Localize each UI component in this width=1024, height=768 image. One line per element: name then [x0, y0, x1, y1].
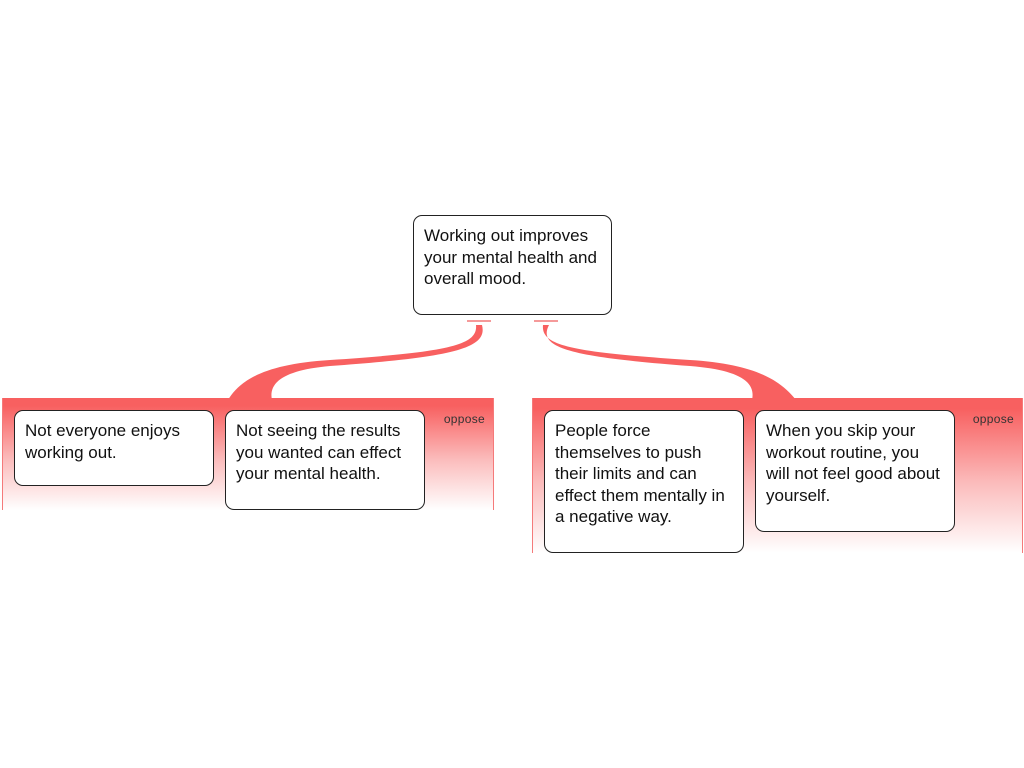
oppose-node-4-text: When you skip your workout routine, you …	[766, 421, 940, 505]
branch-left	[228, 325, 483, 400]
group-label-left: oppose	[443, 412, 485, 426]
oppose-node-2-text: Not seeing the results you wanted can ef…	[236, 421, 402, 483]
oppose-node-2[interactable]: Not seeing the results you wanted can ef…	[225, 410, 425, 510]
branch-right	[542, 325, 796, 400]
root-claim-node[interactable]: Working out improves your mental health …	[413, 215, 612, 315]
oppose-node-1-text: Not everyone enjoys working out.	[25, 421, 180, 462]
oppose-node-3[interactable]: People force themselves to push their li…	[544, 410, 744, 553]
group-label-right: oppose	[972, 412, 1014, 426]
oppose-node-4[interactable]: When you skip your workout routine, you …	[755, 410, 955, 532]
oppose-node-3-text: People force themselves to push their li…	[555, 421, 725, 526]
root-claim-text: Working out improves your mental health …	[424, 226, 597, 288]
oppose-node-1[interactable]: Not everyone enjoys working out.	[14, 410, 214, 486]
